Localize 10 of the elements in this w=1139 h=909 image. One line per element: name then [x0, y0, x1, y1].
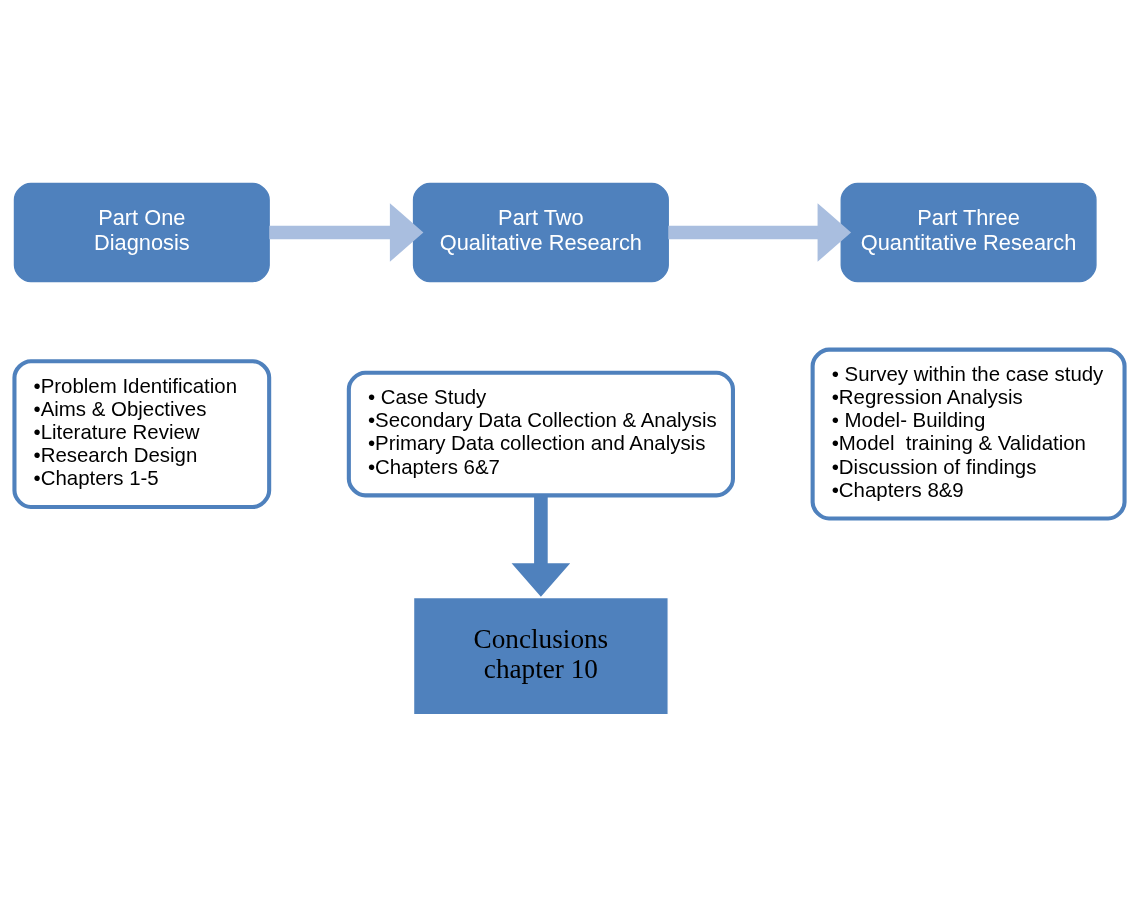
node-box: Part Two Qualitative Research	[412, 182, 669, 283]
node-box: •Problem Identification •Aims & Objectives •Literature Review •Research Design •Chapters 1-5	[12, 359, 272, 509]
arrow	[269, 203, 424, 262]
node-box: • Case Study •Secondary Data Collection & Analysis •Primary Data collection and Analysis •Chapters 6&7	[346, 370, 735, 498]
node-box: • Survey within the case study •Regression Analysis • Model- Building •Model training & Validation •Discussion of findings •Chapters 8&9	[810, 347, 1127, 521]
node-box: Part One Diagnosis	[13, 182, 270, 283]
arrow	[668, 203, 852, 262]
node-box: Part Three Quantitative Research	[840, 182, 1097, 283]
node-box: Conclusions chapter 10	[412, 596, 669, 716]
arrow	[511, 495, 571, 597]
